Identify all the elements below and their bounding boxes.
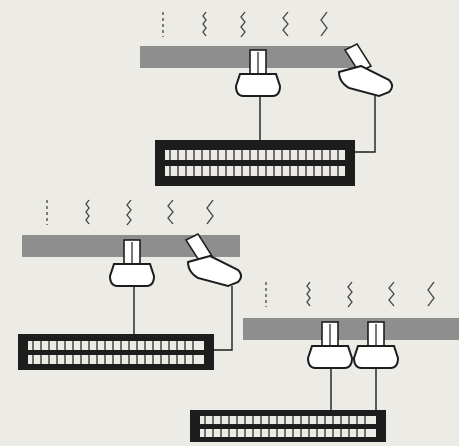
wave-mark-zigzag [206, 199, 214, 225]
wave-marks [162, 11, 328, 38]
diagram-panel-bottom [190, 281, 459, 442]
actuator-bar [140, 46, 358, 68]
pad-straight [234, 49, 282, 140]
wave-mark-zigzag [282, 11, 289, 37]
wave-mark-zigzag [320, 11, 328, 37]
pad-tilted [337, 42, 393, 153]
wave-marks [46, 199, 214, 226]
wave-mark-zigzag [427, 281, 435, 307]
diagram-panel-middle [18, 199, 242, 370]
hatched-track [190, 410, 386, 442]
wave-mark-zigzag [85, 199, 90, 225]
diagram-panel-top [140, 11, 393, 186]
wave-mark-zigzag [167, 199, 174, 225]
pad-straight [108, 239, 156, 334]
pad-straight [352, 321, 400, 410]
wave-mark-zigzag [240, 11, 246, 38]
wave-mark-zigzag [126, 199, 132, 226]
wave-mark-zigzag [202, 11, 207, 37]
wave-mark-zigzag [306, 281, 311, 307]
wave-mark-zigzag [388, 281, 395, 307]
hatched-track [155, 140, 355, 186]
wave-marks [265, 281, 435, 308]
hatched-track [18, 334, 214, 370]
pad-straight [306, 321, 354, 410]
actuator-bar [243, 318, 459, 340]
wave-mark-zigzag [347, 281, 353, 308]
